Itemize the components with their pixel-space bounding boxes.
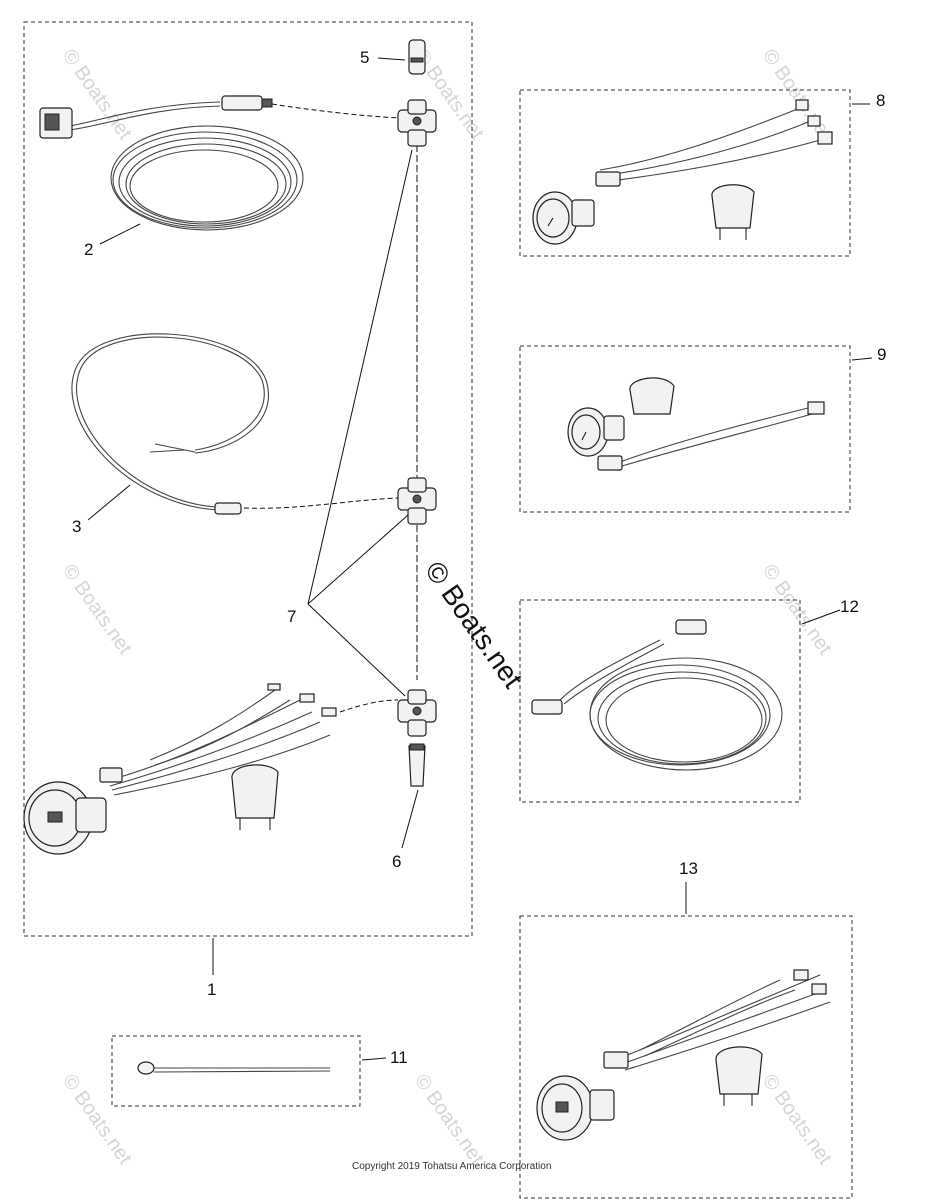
callout-label-1: 1 — [207, 980, 216, 999]
watermark: © Boats.net — [758, 45, 836, 144]
group-box-11 — [111, 1035, 361, 1107]
t-connector — [397, 477, 437, 525]
callout-label-5: 5 — [360, 48, 369, 67]
t-connector — [397, 689, 437, 737]
watermark: © Boats.net — [758, 1070, 836, 1169]
callout-label-3: 3 — [72, 517, 81, 536]
copyright-text: Copyright 2019 Tohatsu America Corporati… — [352, 1161, 551, 1172]
retainer-bracket — [231, 764, 279, 830]
gauge-kit-13 — [536, 882, 831, 1141]
cable-12 — [531, 609, 841, 771]
callout-label-12: 12 — [840, 597, 859, 616]
callout-label-8: 8 — [876, 91, 885, 110]
cable-3 — [71, 333, 399, 515]
watermark-center: © Boats.net — [419, 556, 529, 694]
cable-harness-2 — [39, 95, 401, 231]
t-connectors-7 — [307, 99, 437, 737]
leader-line-3 — [87, 484, 131, 521]
sensor-11 — [137, 1057, 387, 1075]
callout-label-11: 11 — [390, 1048, 408, 1067]
callout-label-9: 9 — [877, 345, 886, 364]
terminator-6 — [401, 743, 426, 849]
group-box-12 — [519, 599, 801, 803]
t-connector — [397, 99, 437, 147]
group-box-13 — [519, 915, 853, 1199]
gauge-harness — [23, 683, 399, 855]
callout-label-13: 13 — [679, 859, 698, 878]
group-box-8 — [519, 89, 851, 257]
watermark: © Boats.net — [410, 1070, 488, 1169]
watermark: © Boats.net — [58, 1070, 136, 1169]
terminator-5 — [377, 39, 426, 75]
watermark: © Boats.net — [58, 560, 136, 659]
callout-label-7: 7 — [287, 607, 296, 626]
group-box-1 — [23, 21, 473, 937]
callout-label-6: 6 — [392, 852, 401, 871]
gauge-kit-8 — [532, 99, 870, 245]
gauge-kit-9 — [567, 357, 873, 471]
group-box-9 — [519, 345, 851, 513]
callout-label-2: 2 — [84, 240, 93, 259]
leader-line-2 — [99, 223, 141, 245]
watermark: © Boats.net — [758, 560, 836, 659]
